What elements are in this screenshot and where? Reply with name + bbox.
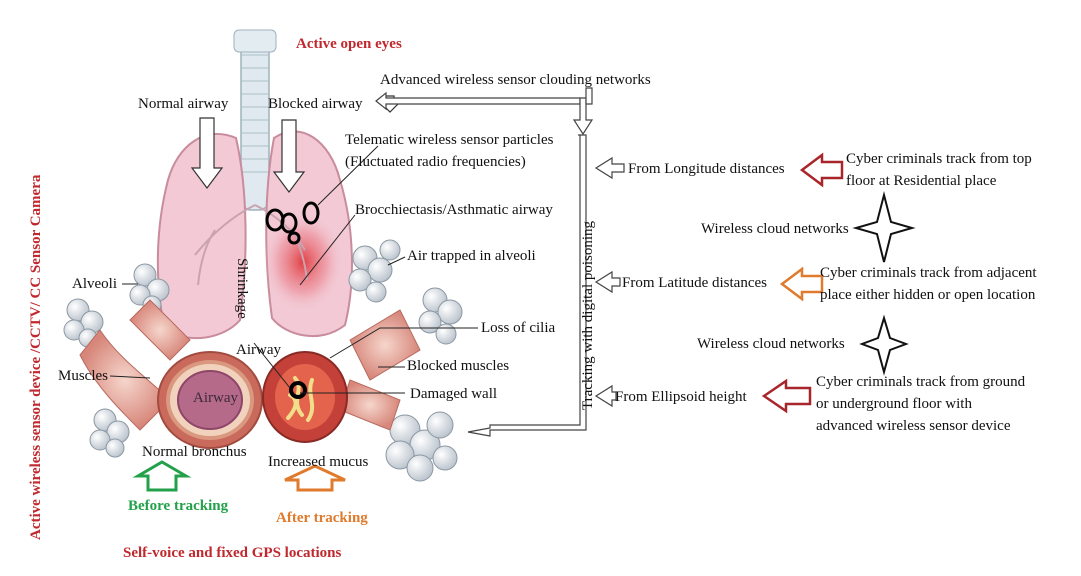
ellipsoid-desc-line3: advanced wireless sensor device xyxy=(816,418,1011,434)
longitude-label: From Longitude distances xyxy=(628,161,785,177)
latitude-desc-line1: Cyber criminals track from adjacent xyxy=(820,265,1037,281)
cloud-networks-label-2: Wireless cloud networks xyxy=(697,336,845,352)
side-caption: Active wireless sensor device /CCTV/ CC … xyxy=(28,174,44,540)
network-star-icons xyxy=(852,191,916,376)
cloud-networks-label-1: Wireless cloud networks xyxy=(701,221,849,237)
bottom-caption: Self-voice and fixed GPS locations xyxy=(123,545,342,561)
ellipsoid-desc-line2: or underground floor with xyxy=(816,396,972,412)
bronchiectasis-label: Brocchiectasis/Asthmatic airway xyxy=(355,202,553,218)
criminal-track-arrows xyxy=(761,152,844,414)
increased-mucus-label: Increased mucus xyxy=(268,454,369,470)
ellipsoid-label: From Ellipsoid height xyxy=(615,389,747,405)
alveoli-label: Alveoli xyxy=(72,276,117,292)
top-caption: Active open eyes xyxy=(296,36,402,52)
shrinkage-label: Shrinkage xyxy=(234,258,250,319)
telematic-label-line1: Telematic wireless sensor particles xyxy=(345,132,554,148)
latitude-desc-line2: place either hidden or open location xyxy=(820,287,1036,303)
telematic-label-line2: (Fluctuated radio frequencies) xyxy=(345,154,526,170)
longitude-desc-line1: Cyber criminals track from top xyxy=(846,151,1032,167)
loss-of-cilia-label: Loss of cilia xyxy=(481,320,556,336)
before-tracking-label: Before tracking xyxy=(128,498,229,514)
blocked-muscles-label: Blocked muscles xyxy=(407,358,510,374)
trachea xyxy=(233,29,277,211)
damaged-wall-label: Damaged wall xyxy=(410,386,498,402)
normal-airway-label: Normal airway xyxy=(138,96,229,112)
damaged-bronchus-section xyxy=(262,351,348,443)
muscles-label: Muscles xyxy=(58,368,108,384)
airway-small-label: Airway xyxy=(236,342,281,358)
airway-arrows xyxy=(190,95,402,193)
air-trapped-label: Air trapped in alveoli xyxy=(407,248,536,264)
alveoli-clusters xyxy=(63,239,463,482)
airway-inner-label: Airway xyxy=(193,390,238,406)
network-title: Advanced wireless sensor clouding networ… xyxy=(380,72,651,88)
longitude-desc-line2: floor at Residential place xyxy=(846,173,997,189)
normal-bronchus-section xyxy=(157,351,263,449)
ellipsoid-desc-line1: Cyber criminals track from ground xyxy=(816,374,1026,390)
tracking-label: Tracking with digital poisoning xyxy=(580,220,596,410)
after-tracking-label: After tracking xyxy=(276,510,368,526)
leader-lines xyxy=(109,145,478,394)
sensor-rings xyxy=(265,201,320,245)
tracking-network-arrows xyxy=(375,87,625,437)
blocked-airway-label: Blocked airway xyxy=(268,96,363,112)
before-after-arrows xyxy=(132,460,346,492)
latitude-label: From Latitude distances xyxy=(622,275,767,291)
normal-bronchus-label: Normal bronchus xyxy=(142,444,247,460)
